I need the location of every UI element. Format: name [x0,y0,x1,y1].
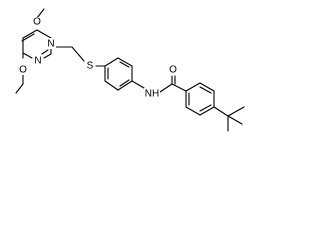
atom-label-oxygen: O [19,65,27,76]
atom-label-nitrogen: N [47,39,54,50]
bond [22,52,33,59]
bond [227,115,243,125]
bond [104,57,119,67]
bond [21,33,35,42]
bond [199,86,212,94]
bond [117,80,133,91]
bond [36,8,45,19]
bond [15,83,24,94]
atom-label-oxygen: O [169,65,177,76]
bond [199,106,215,116]
bond [131,80,145,89]
bond [117,57,133,67]
atom-s: S [85,60,95,72]
bond [104,80,119,91]
bond [119,61,130,68]
atom-labels: O N N O S O NH [18,17,178,100]
bond [159,83,173,93]
bond [71,46,85,62]
bond [36,29,52,39]
atom-o-carbonyl: O [168,64,178,76]
bond [171,83,187,92]
atom-n-upper: N [46,38,56,50]
atom-n-lower: N [33,55,43,67]
bond [22,29,38,39]
bond [119,79,130,87]
atom-o-top: O [32,17,42,28]
atom-o-bottom: O [18,64,28,76]
atom-label-oxygen: O [33,17,41,28]
atom-nh: NH [144,88,160,100]
bond [41,49,49,55]
bond [43,53,52,59]
bond [185,82,201,92]
atom-label-sulfur: S [87,61,94,72]
bond [227,106,245,117]
bonds [15,8,245,132]
bond [199,82,215,92]
atom-label-amide-nh: NH [145,89,159,100]
bond [213,106,229,117]
bond [199,104,212,112]
atom-label-nitrogen: N [34,56,41,67]
molecule-structure-diagram: O N N O S O NH [15,8,245,132]
bond [185,106,201,116]
